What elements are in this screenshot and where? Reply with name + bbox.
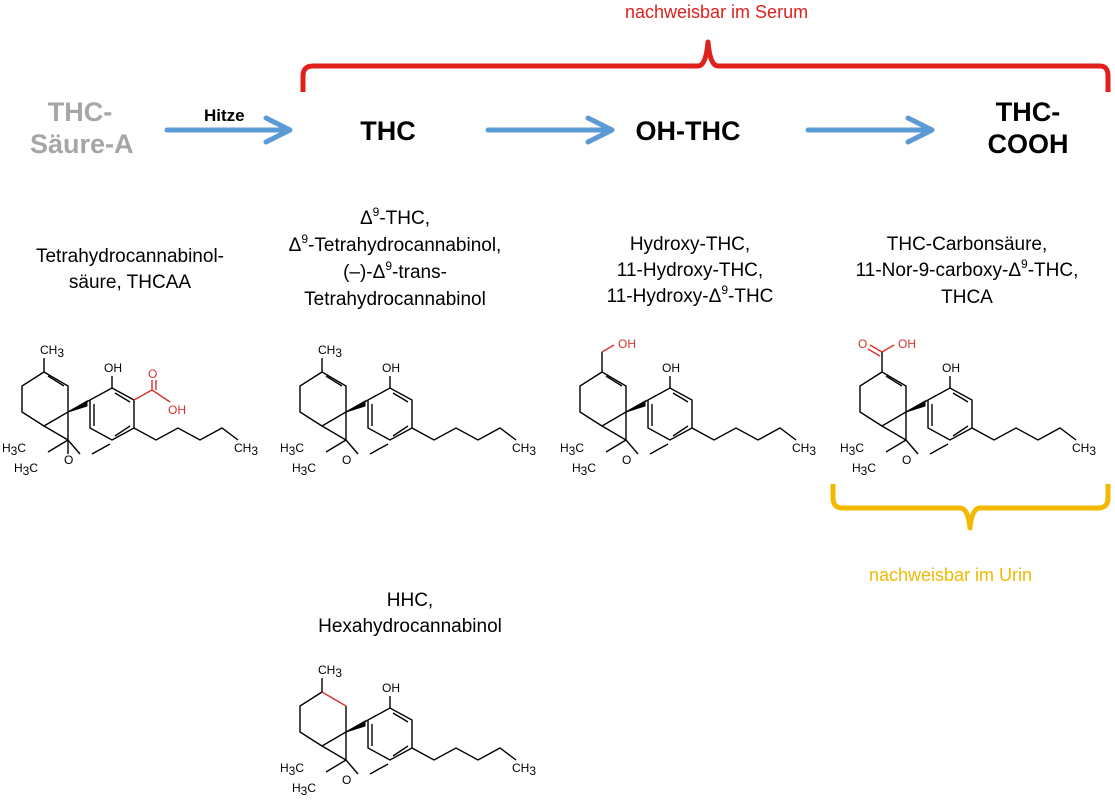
hitze-label: Hitze: [204, 106, 245, 125]
name-hhc-line2: Hexahydrocannabinol: [318, 616, 502, 637]
heading-thc-cooh: THC- COOH: [968, 96, 1088, 160]
svg-text:H3C: H3C: [840, 441, 864, 458]
svg-text:H3C: H3C: [2, 441, 26, 458]
svg-text:OH: OH: [942, 361, 960, 375]
svg-text:OH: OH: [104, 361, 122, 375]
urin-label: nachweisbar im Urin: [869, 565, 1033, 585]
svg-text:CH3: CH3: [234, 441, 258, 458]
svg-text:CH3: CH3: [512, 761, 536, 778]
arrows: [164, 115, 935, 145]
arrow-oh-thc-to-cooh: [805, 115, 935, 145]
svg-text:O: O: [342, 453, 351, 467]
structure-thc: CH3 OH CH3 O H3C H3C: [280, 343, 536, 478]
heading-oh-thc: OH-THC: [635, 116, 741, 146]
name-thca-line2: säure, THCAA: [68, 272, 192, 293]
svg-text:H3C: H3C: [560, 441, 584, 458]
arrow-hitze: [164, 115, 293, 145]
svg-text:O: O: [858, 337, 867, 351]
svg-text:CH3: CH3: [318, 663, 342, 680]
name-thc-line2: Δ9-Tetrahydrocannabinol,: [288, 232, 502, 256]
heading-thca-line1: THC-: [47, 97, 113, 127]
svg-text:OH: OH: [168, 403, 186, 417]
svg-text:O: O: [902, 453, 911, 467]
svg-text:H3C: H3C: [280, 761, 304, 778]
name-hhc: HHC, Hexahydrocannabinol: [290, 588, 530, 640]
svg-text:OH: OH: [382, 681, 400, 695]
svg-text:CH3: CH3: [1072, 441, 1096, 458]
svg-text:O: O: [148, 367, 157, 381]
name-oh-thc-line3: 11-Hydroxy-Δ9-THC: [606, 283, 774, 307]
serum-bracket: [300, 39, 1111, 92]
name-thc: Δ9-THC, Δ9-Tetrahydrocannabinol, (–)-Δ9-…: [265, 205, 525, 313]
name-thca-line1: Tetrahydrocannabinol-: [35, 246, 224, 267]
svg-text:CH3: CH3: [318, 343, 342, 360]
svg-text:CH3: CH3: [40, 343, 64, 360]
structure-thca: CH3 OH O OH CH3 O H3C H3C: [2, 343, 258, 478]
name-thc-line4: Tetrahydrocannabinol: [304, 289, 486, 310]
name-oh-thc-line1: Hydroxy-THC,: [629, 234, 751, 255]
name-cooh-line3: THCA: [941, 287, 993, 308]
heading-thc: THC: [360, 116, 416, 146]
heading-cooh-line2: COOH: [987, 129, 1069, 159]
svg-text:O: O: [342, 773, 351, 787]
svg-text:CH3: CH3: [512, 441, 536, 458]
name-thc-cooh: THC-Carbonsäure, 11-Nor-9-carboxy-Δ9-THC…: [832, 232, 1102, 311]
name-hhc-line1: HHC,: [386, 590, 434, 611]
name-thc-line3: (–)-Δ9-trans-: [343, 259, 447, 283]
svg-text:O: O: [64, 453, 73, 467]
heading-cooh-line1: THC-: [995, 97, 1061, 127]
svg-text:O: O: [622, 453, 631, 467]
svg-text:H3C: H3C: [572, 461, 596, 478]
structure-hhc: CH3 OH CH3 O H3C H3C: [280, 663, 536, 798]
structure-oh-thc: OH OH CH3 O H3C H3C: [560, 337, 816, 478]
svg-text:OH: OH: [898, 337, 916, 351]
heading-thca-line2: Säure-A: [30, 129, 134, 159]
urin-bracket: [830, 484, 1111, 531]
svg-text:H3C: H3C: [292, 781, 316, 798]
name-cooh-line2: 11-Nor-9-carboxy-Δ9-THC,: [855, 257, 1079, 281]
svg-text:OH: OH: [382, 361, 400, 375]
serum-label: nachweisbar im Serum: [625, 2, 809, 22]
svg-text:H3C: H3C: [280, 441, 304, 458]
svg-text:OH: OH: [662, 361, 680, 375]
name-oh-thc: Hydroxy-THC, 11-Hydroxy-THC, 11-Hydroxy-…: [570, 232, 810, 311]
name-cooh-line1: THC-Carbonsäure,: [886, 234, 1048, 255]
svg-text:H3C: H3C: [292, 461, 316, 478]
name-thca: Tetrahydrocannabinol- säure, THCAA: [10, 244, 250, 296]
svg-text:OH: OH: [618, 337, 636, 351]
svg-text:CH3: CH3: [792, 441, 816, 458]
svg-text:H3C: H3C: [14, 461, 38, 478]
heading-thca: THC- Säure-A: [30, 96, 134, 160]
name-thc-line1: Δ9-THC,: [359, 205, 431, 229]
structure-thc-cooh: O OH OH CH3 O H3C H3C: [840, 337, 1096, 478]
arrow-thc-to-oh-thc: [485, 115, 615, 145]
name-oh-thc-line2: 11-Hydroxy-THC,: [616, 260, 764, 281]
svg-text:H3C: H3C: [852, 461, 876, 478]
